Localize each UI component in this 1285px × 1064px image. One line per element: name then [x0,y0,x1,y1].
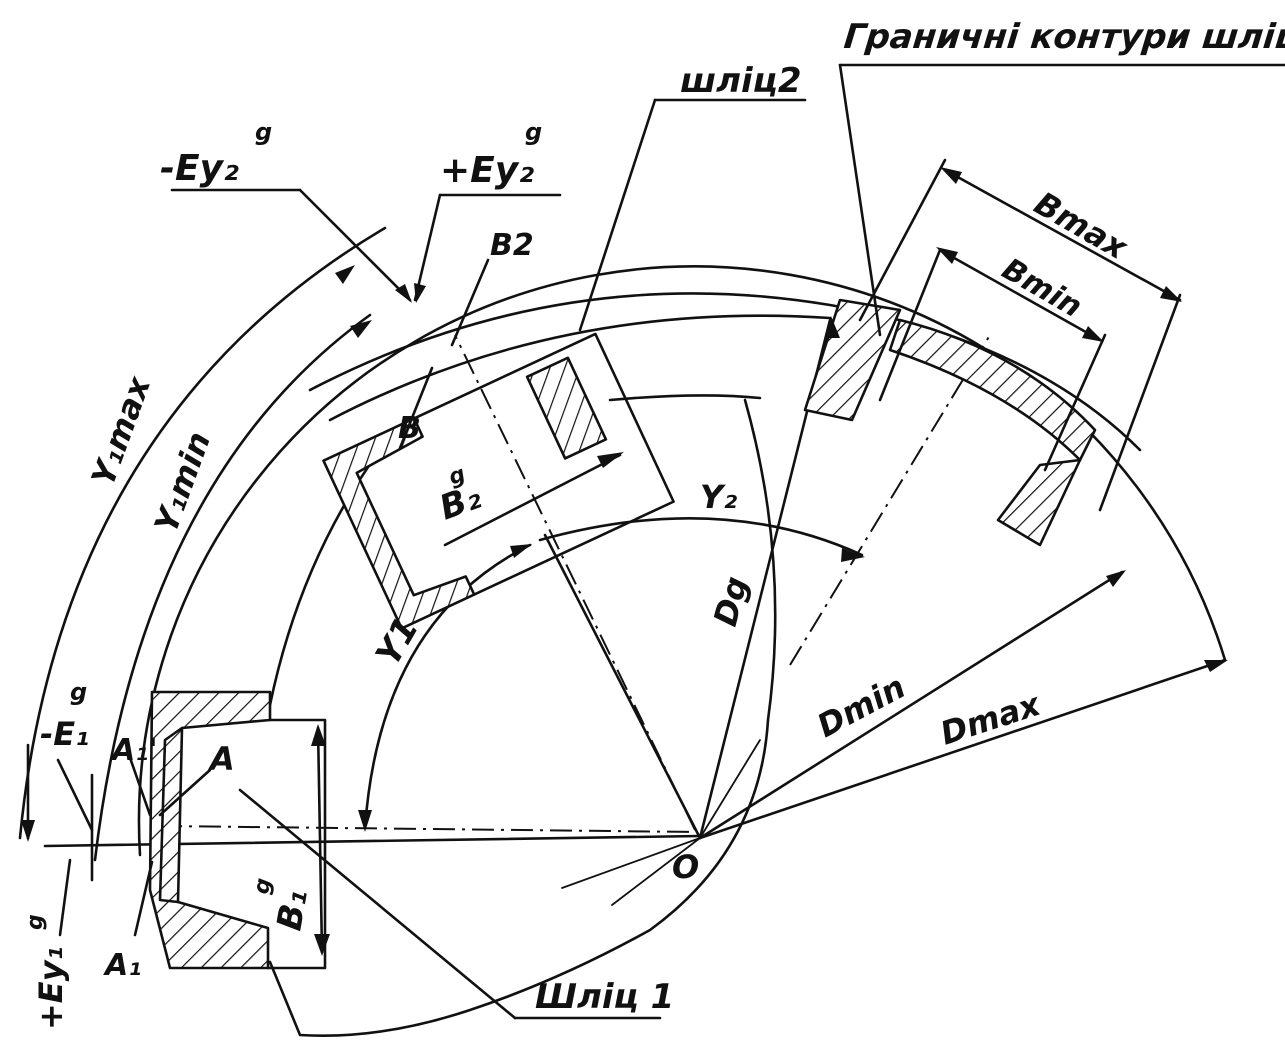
b1-arrow-bottom [314,934,330,956]
radial-line-tick-1 [561,837,701,889]
inner-arc-dmin-right [608,394,762,402]
b1-arrow-top [311,724,326,746]
bmin-arrow-right [1082,326,1104,342]
spline1-leader [238,788,517,1020]
boundary-leader [838,63,882,337]
b-leader [398,366,434,450]
ey2-plus-leader-2 [413,193,442,302]
spline2-inner-profile [412,332,675,596]
plus-ey1-label: +Ey₁ [32,946,70,1030]
bmin-arrow-left [936,247,958,264]
b1g-label: B₁ [269,886,315,933]
spline1-hatched-profile [148,690,272,970]
ring-arc-outer [308,292,1142,452]
spline1-label: Шліц 1 [535,977,674,1017]
b1-dimension-line [316,726,324,954]
a1-prime-label: A₁' [110,733,158,768]
minus-ey2-label: -Ey₂ [160,148,239,189]
a-point-label: A [207,740,235,778]
radial-line-dmin [698,570,1124,840]
plus-ey2-label: +Ey₂ [440,150,534,191]
dmax-arrow [1204,660,1228,672]
boundary-ring-hatch [888,318,1097,462]
a1-leader [133,860,154,937]
y1min-arc [93,313,372,862]
spline1-inner-profile [158,718,327,970]
horizontal-axis-line [43,834,702,848]
y2-arrow-right [841,548,865,562]
radial-line-b-dash [454,334,696,831]
ey2-minus-arrow [395,284,412,303]
bmin-dimension-line [938,248,1102,342]
y1max-arrow [335,265,355,284]
ey2-plus-arrow [414,283,426,303]
bmax-arrow-right [1160,286,1182,302]
plus-ey1-superscript: g [23,914,48,930]
boundary-contours-label: Граничні контури шліца [842,17,1285,57]
outer-arc-dmax [137,265,1227,857]
dg-arrow [826,316,840,338]
horizontal-axis-dash [159,825,696,833]
plus-ey2-superscript: g [525,118,542,146]
minus-ey2-superscript: g [255,118,272,146]
bmin-label: Bmin [996,252,1088,325]
radial-line-dmax [698,658,1227,840]
e1-leader [56,758,94,832]
spline2-label: шліц2 [680,61,802,101]
b1g-superscript: g [249,876,276,896]
b-point-label: B [398,411,421,446]
bmax-ext-right [1098,293,1182,512]
y1-arrow-top [510,544,532,558]
minus-e1-superscript: g [70,678,87,706]
dmin-label: Dmin [811,668,912,746]
b2-arrow-right [597,452,624,468]
ey1-leader [58,858,72,937]
radial-line-tick-2 [611,837,701,906]
spline2-group [322,332,675,630]
y1min-label: Y₁min [147,427,218,538]
e1-arrow [21,820,35,842]
y1max-label: Y₁max [84,370,159,490]
a1-label: A₁ [103,948,141,983]
spline2-leader [578,98,657,332]
bmax-ext-left [858,158,947,322]
bmax-dimension-line [943,168,1182,302]
b2-dimension-line [443,453,622,547]
y2-arc [538,516,864,557]
y1max-arc [18,226,387,840]
bmin-ext-right [1043,333,1107,472]
ey2-minus-leader-2 [298,188,412,302]
ring-arc-inner [328,314,832,422]
dg-curve [268,398,777,1038]
y1-arrow-bottom [358,810,372,832]
radial-line-tick-3 [699,739,761,839]
dmin-arrow [1106,570,1126,587]
radial-line-bmin-dash [789,334,991,666]
y2-label: Y₂ [700,478,737,516]
bmax-arrow-left [940,167,962,184]
bmax-label: Bmax [1028,184,1135,268]
boundary-contour-right-tooth [996,458,1082,547]
boundary-contour-left-tooth [803,298,902,422]
dmax-label: Dmax [936,684,1046,752]
b2-point-label: B2 [490,228,534,263]
y1min-arrow [350,320,372,338]
a-leader [158,768,212,817]
spline2-hatched-profile [322,417,476,630]
a1prime-leader [126,750,152,817]
spline2-tooth [525,356,608,460]
origin-label: O [672,848,699,886]
b2-leader [450,258,490,347]
minus-e1-label: -E₁ [40,715,89,753]
y1-arc [363,543,532,830]
bmin-ext-left [878,248,942,402]
dg-label: Dg [706,572,756,630]
